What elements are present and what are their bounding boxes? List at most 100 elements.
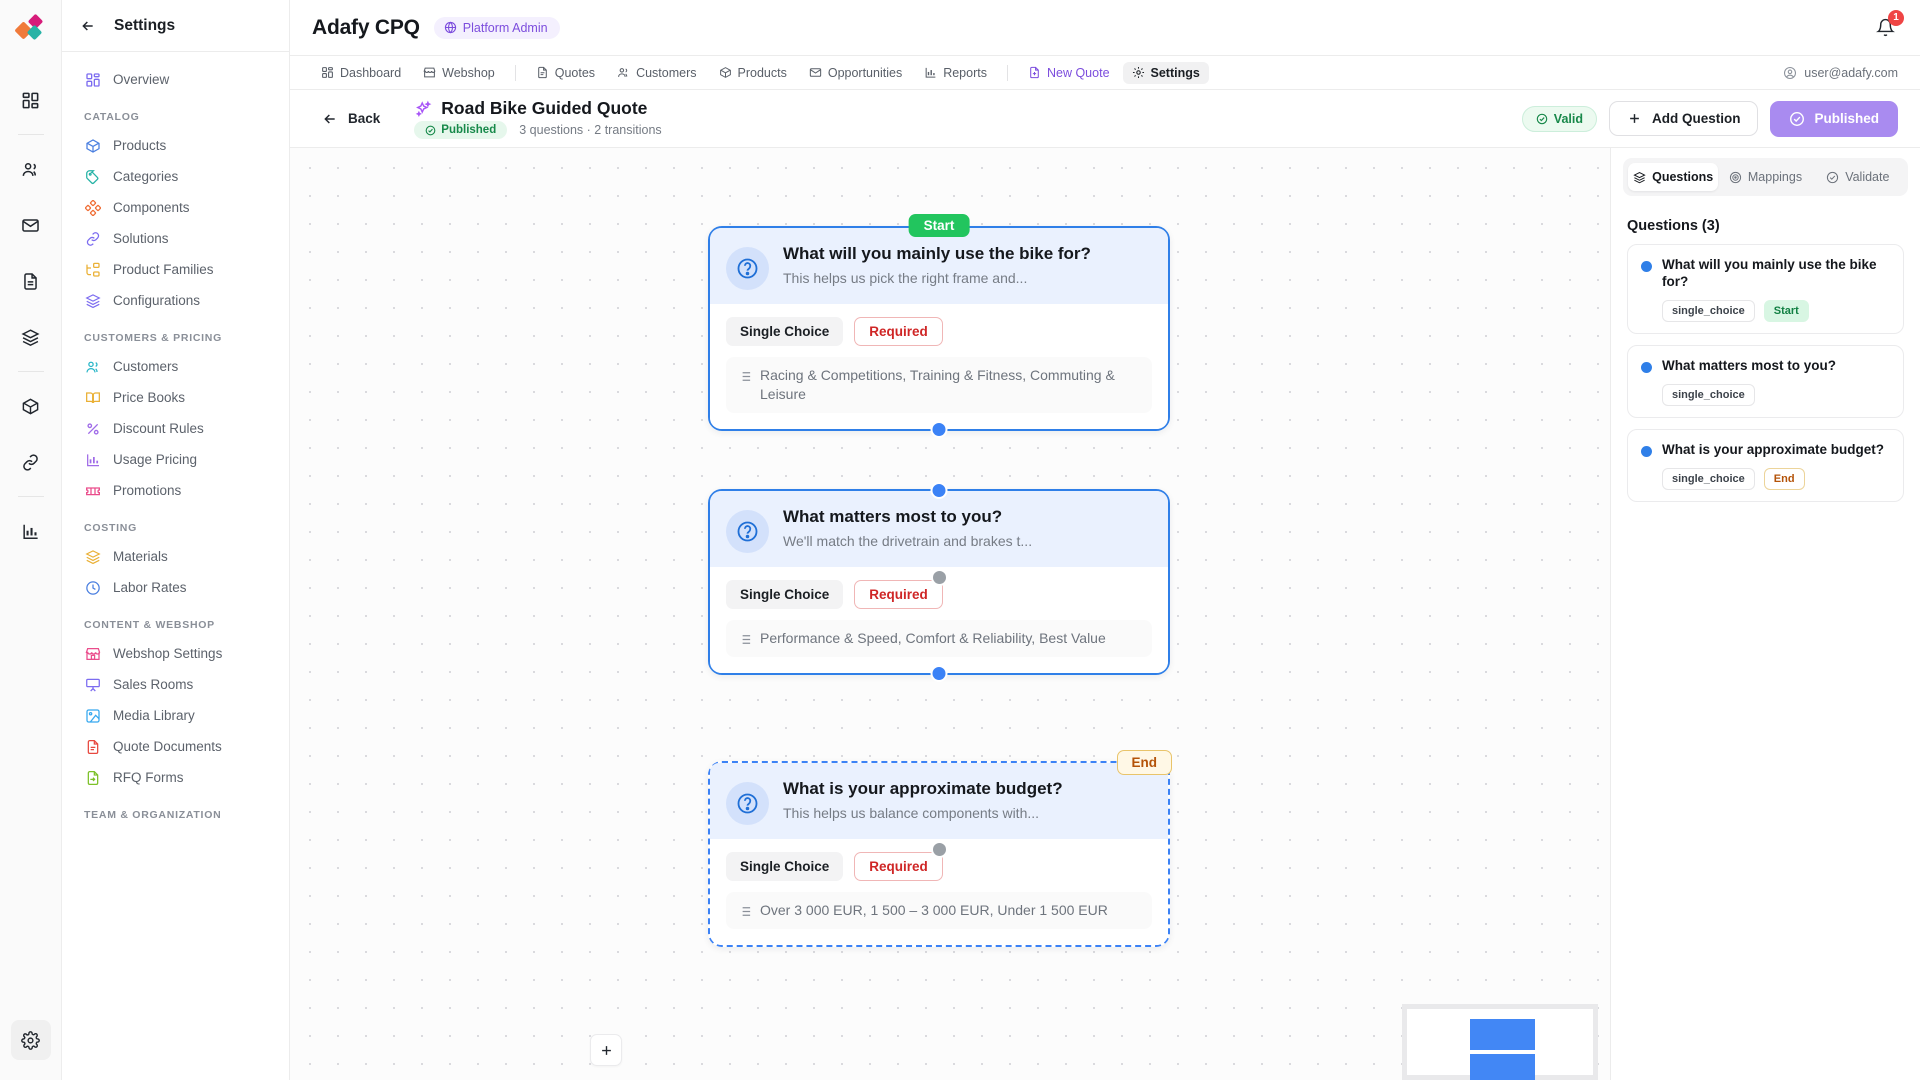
bar-chart-icon (84, 451, 101, 468)
nav-item-customers[interactable]: Customers (608, 62, 705, 84)
sidebar-item-price-books[interactable]: Price Books (62, 382, 289, 413)
status-badge-label: Published (441, 124, 497, 136)
nav-item-dashboard[interactable]: Dashboard (312, 62, 410, 84)
nav-item-webshop[interactable]: Webshop (414, 62, 504, 84)
node-output-handle[interactable] (930, 665, 948, 683)
sidebar-item-label: Labor Rates (113, 580, 187, 595)
file-text-icon (84, 738, 101, 755)
nav-item-label: Products (737, 65, 787, 80)
sidebar-item-label: Configurations (113, 293, 201, 308)
question-node-3[interactable]: End What is your approximate budget? Thi… (708, 750, 1172, 948)
tab-validate[interactable]: Validate (1813, 163, 1903, 191)
nav-item-label: New Quote (1046, 65, 1110, 80)
sidebar-item-sales-rooms[interactable]: Sales Rooms (62, 669, 289, 700)
notifications-button[interactable]: 1 (1872, 9, 1904, 41)
node-subtitle: We'll match the drivetrain and brakes t.… (783, 532, 1033, 549)
connector-handle-1[interactable] (931, 569, 948, 586)
platform-admin-chip[interactable]: Platform Admin (433, 16, 560, 39)
node-chips: Single Choice Required (726, 580, 1152, 609)
user-circle-icon (1783, 66, 1797, 80)
node-title: What matters most to you? (783, 507, 1003, 526)
canvas-minimap[interactable] (1402, 1004, 1598, 1080)
list-icon (737, 632, 752, 648)
sidebar-item-label: Price Books (113, 390, 186, 405)
publish-status-button[interactable]: Published (1770, 100, 1898, 137)
tab-questions[interactable]: Questions (1628, 163, 1719, 191)
sidebar-item-components[interactable]: Components (62, 192, 289, 223)
bar-chart-icon (924, 66, 937, 79)
sidebar-item-categories[interactable]: Categories (62, 161, 289, 192)
nav-item-quotes[interactable]: Quotes (527, 62, 604, 84)
valid-badge-label: Valid (1553, 111, 1583, 126)
nav-divider (1006, 64, 1008, 81)
node-options: Racing & Competitions, Training & Fitnes… (726, 357, 1152, 414)
package-box-icon (719, 66, 732, 79)
sidebar-item-media-library[interactable]: Media Library (62, 700, 289, 731)
sidebar-item-overview[interactable]: Overview (62, 64, 289, 95)
sidebar-item-customers[interactable]: Customers (62, 351, 289, 382)
canvas-add-button[interactable] (590, 1034, 622, 1066)
page-header: Back Road Bike Guided Quote Published (290, 90, 1920, 148)
rail-item-mail[interactable] (11, 205, 51, 245)
rail-item-reports[interactable] (11, 511, 51, 551)
question-node-1[interactable]: Start What will you mainly use the bike … (708, 214, 1170, 439)
flow-canvas[interactable]: Start What will you mainly use the bike … (290, 148, 1610, 1080)
sidebar-item-label: Discount Rules (113, 421, 204, 436)
rail-item-layers[interactable] (11, 317, 51, 357)
back-button[interactable]: Back (312, 105, 390, 133)
node-badge-start: Start (908, 214, 970, 237)
node-output-handle[interactable] (930, 421, 948, 439)
sidebar-item-discount-rules[interactable]: Discount Rules (62, 413, 289, 444)
question-list-item-tags: single_choice (1662, 383, 1890, 406)
layers-icon (84, 548, 101, 565)
nav-item-reports[interactable]: Reports (915, 62, 996, 84)
nav-item-new-quote[interactable]: New Quote (1019, 62, 1119, 84)
connector-handle-2[interactable] (931, 841, 948, 858)
sidebar-title: Settings (114, 16, 176, 34)
tab-label: Mappings (1747, 170, 1803, 184)
node-required-chip: Required (854, 852, 943, 881)
sidebar-item-rfq-forms[interactable]: RFQ Forms (62, 762, 289, 793)
back-button-label: Back (348, 111, 381, 126)
add-question-button[interactable]: Add Question (1608, 101, 1759, 136)
node-title: What is your approximate budget? (783, 779, 1063, 798)
sidebar-item-label: Product Families (113, 262, 214, 277)
current-user[interactable]: user@adafy.com (1783, 66, 1898, 80)
node-header: What is your approximate budget? This he… (710, 763, 1168, 839)
question-list-item-row: What is your approximate budget? (1641, 442, 1890, 459)
question-list-item-2[interactable]: What matters most to you? single_choice (1627, 344, 1904, 418)
globe-icon (444, 21, 457, 34)
rail-item-customers[interactable] (11, 149, 51, 189)
node-input-handle[interactable] (930, 482, 948, 499)
sidebar-item-configurations[interactable]: Configurations (62, 285, 289, 316)
rail-item-dashboard[interactable] (11, 80, 51, 120)
sidebar-item-products[interactable]: Products (62, 130, 289, 161)
sidebar-item-quote-documents[interactable]: Quote Documents (62, 731, 289, 762)
question-list-item-3[interactable]: What is your approximate budget? single_… (1627, 428, 1904, 502)
sidebar-item-product-families[interactable]: Product Families (62, 254, 289, 285)
question-list-item-1[interactable]: What will you mainly use the bike for? s… (1627, 244, 1904, 334)
sidebar-item-labor-rates[interactable]: Labor Rates (62, 572, 289, 603)
sidebar-item-solutions[interactable]: Solutions (62, 223, 289, 254)
nav-item-opportunities[interactable]: Opportunities (800, 62, 911, 84)
nav-item-settings[interactable]: Settings (1122, 61, 1209, 84)
notification-count-badge: 1 (1888, 9, 1904, 26)
adafy-diamonds-logo[interactable] (14, 14, 48, 48)
sidebar-item-usage-pricing[interactable]: Usage Pricing (62, 444, 289, 475)
rail-item-links[interactable] (11, 442, 51, 482)
page-title-block: Road Bike Guided Quote Published 3 quest… (414, 98, 662, 139)
gear-icon[interactable] (10, 1020, 51, 1060)
sidebar-item-webshop-settings[interactable]: Webshop Settings (62, 638, 289, 669)
node-header: What matters most to you? We'll match th… (710, 491, 1168, 567)
rail-item-products[interactable] (11, 386, 51, 426)
sidebar-back-icon[interactable] (80, 18, 96, 34)
nav-item-products[interactable]: Products (710, 62, 796, 84)
minimap-node-1 (1470, 1019, 1535, 1050)
settings-sidebar: Settings Overview CATALOG Products (62, 0, 290, 1080)
nav-divider (514, 64, 516, 81)
sidebar-item-materials[interactable]: Materials (62, 541, 289, 572)
rail-item-documents[interactable] (11, 261, 51, 301)
tab-mappings[interactable]: Mappings (1720, 163, 1810, 191)
question-list-item-tags: single_choice Start (1662, 299, 1890, 322)
sidebar-item-promotions[interactable]: Promotions (62, 475, 289, 506)
